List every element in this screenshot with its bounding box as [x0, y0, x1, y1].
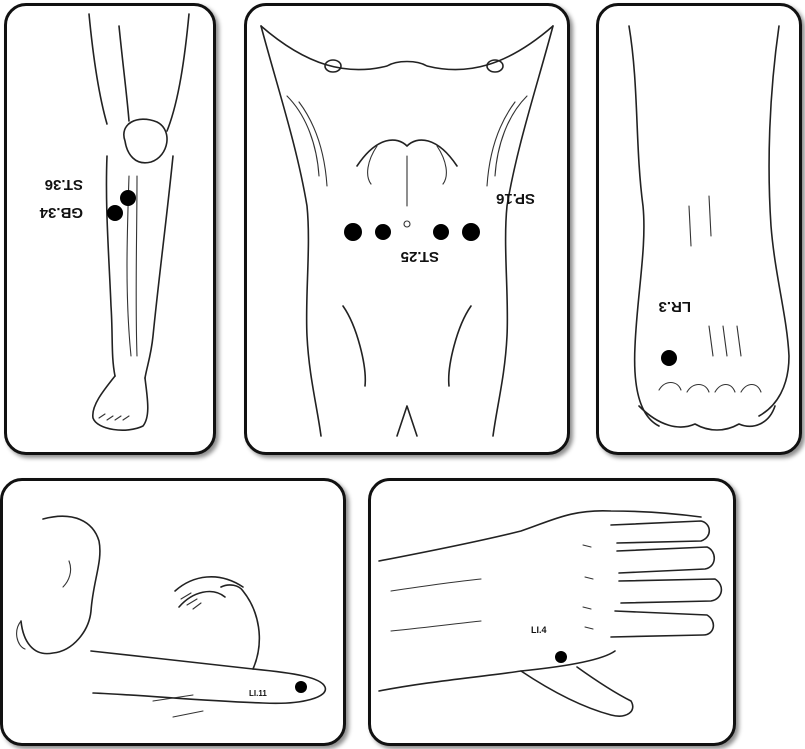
leg-panel: ST.36 GB.34 — [4, 3, 216, 455]
lr3-point — [661, 350, 677, 366]
abdomen-drawing: SP.16 ST.25 — [247, 6, 567, 452]
li4-label: LI.4 — [531, 625, 547, 635]
foot-panel: LR.3 — [596, 3, 802, 455]
foot-drawing: LR.3 — [599, 6, 799, 452]
li4-point — [555, 651, 567, 663]
st25-left-point — [344, 223, 362, 241]
arm-drawing: LI.11 — [3, 481, 343, 743]
gb34-label: GB.34 — [39, 204, 83, 221]
leg-drawing: ST.36 GB.34 — [7, 6, 213, 452]
sp16-right-point — [433, 224, 449, 240]
hand-drawing: LI.4 — [371, 481, 733, 743]
li11-point — [295, 681, 307, 693]
st36-point — [120, 190, 136, 206]
li11-label: LI.11 — [249, 689, 267, 698]
lr3-label: LR.3 — [658, 298, 691, 315]
abdomen-panel: SP.16 ST.25 — [244, 3, 570, 455]
sp16-left-point — [375, 224, 391, 240]
st36-label: ST.36 — [45, 176, 83, 193]
arm-panel: LI.11 — [0, 478, 346, 746]
sp16-label: SP.16 — [496, 190, 535, 207]
st25-right-point — [462, 223, 480, 241]
hand-panel: LI.4 — [368, 478, 736, 746]
gb34-point — [107, 205, 123, 221]
st25-label: ST.25 — [401, 248, 439, 265]
